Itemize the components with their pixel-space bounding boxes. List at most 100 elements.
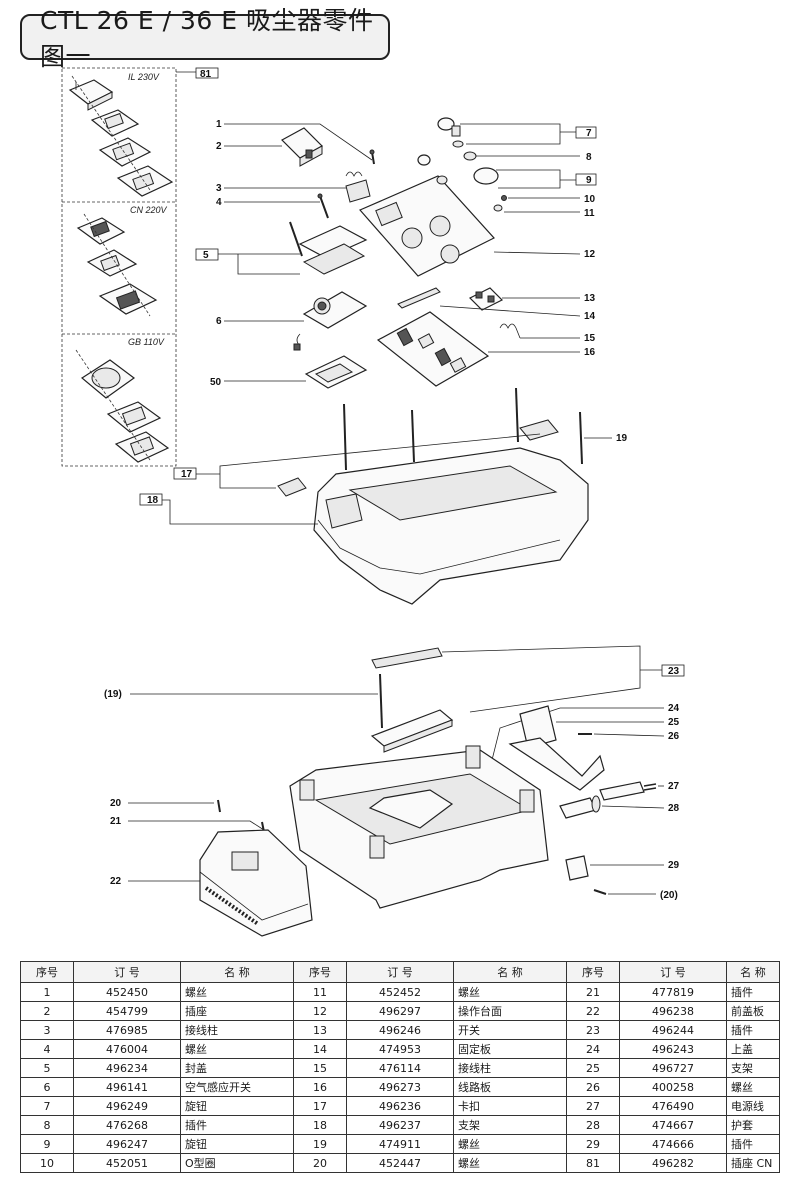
item-no-cell: 21 bbox=[566, 982, 620, 1002]
item-no-cell: 23 bbox=[566, 1020, 620, 1040]
callout-6: 6 bbox=[216, 316, 222, 327]
item-no-cell: 15 bbox=[293, 1058, 347, 1078]
callout-26: 26 bbox=[668, 731, 680, 742]
part-name-cell: 电源线 bbox=[726, 1096, 780, 1116]
callout-29: 29 bbox=[668, 860, 680, 871]
part-name-cell: 空气感应开关 bbox=[180, 1077, 294, 1097]
item-no-cell: 12 bbox=[293, 1001, 347, 1021]
callout-box-23 bbox=[661, 664, 685, 677]
item-no-cell: 18 bbox=[293, 1115, 347, 1135]
callout-20: 20 bbox=[110, 798, 122, 809]
part-12-control-panel bbox=[359, 175, 495, 277]
callout-1: 1 bbox=[216, 119, 222, 130]
callout-box-17 bbox=[173, 467, 197, 480]
part-name-cell: 插件 bbox=[726, 1020, 780, 1040]
item-no-cell: 20 bbox=[293, 1153, 347, 1173]
part-9-knob bbox=[436, 167, 499, 185]
part-25-bracket bbox=[508, 705, 605, 791]
callout-23: 23 bbox=[668, 666, 680, 677]
table-header-row: 序号 订 号 名 称 序号 订 号 名 称 序号 订 号 名 称 bbox=[20, 961, 780, 983]
part-23-insert bbox=[371, 647, 443, 669]
part-name-cell: 线路板 bbox=[453, 1077, 567, 1097]
item-no-cell: 11 bbox=[293, 982, 347, 1002]
item-no-cell: 27 bbox=[566, 1096, 620, 1116]
part-4-screw bbox=[317, 193, 329, 219]
order-no-cell: 452447 bbox=[346, 1153, 454, 1173]
item-no-cell: 4 bbox=[20, 1039, 74, 1059]
order-no-cell: 452452 bbox=[346, 982, 454, 1002]
part-10-oring bbox=[501, 195, 507, 201]
item-no-cell: 6 bbox=[20, 1077, 74, 1097]
item-no-cell: 1 bbox=[20, 982, 74, 1002]
order-no-cell: 496282 bbox=[619, 1153, 727, 1173]
item-no-cell: 9 bbox=[20, 1134, 74, 1154]
part-50-socket bbox=[304, 355, 368, 389]
part-name-cell: 螺丝 bbox=[180, 1039, 294, 1059]
order-no-cell: 476268 bbox=[73, 1115, 181, 1135]
callout-2: 2 bbox=[216, 141, 222, 152]
part-name-cell: 操作台面 bbox=[453, 1001, 567, 1021]
part-name-cell: 接线柱 bbox=[453, 1058, 567, 1078]
part-27-power-cord bbox=[599, 781, 657, 801]
order-no-cell: 496234 bbox=[73, 1058, 181, 1078]
order-no-cell: 400258 bbox=[619, 1077, 727, 1097]
order-no-cell: 477819 bbox=[619, 982, 727, 1002]
col-header-order-2: 订 号 bbox=[346, 961, 454, 983]
item-no-cell: 17 bbox=[293, 1096, 347, 1116]
order-no-cell: 474953 bbox=[346, 1039, 454, 1059]
variant-label-gb: GB 110V bbox=[128, 337, 165, 347]
order-no-cell: 452051 bbox=[73, 1153, 181, 1173]
part-29-plugin bbox=[565, 855, 589, 881]
part-name-cell: 插件 bbox=[180, 1115, 294, 1135]
col-header-name-2: 名 称 bbox=[453, 961, 567, 983]
order-no-cell: 496246 bbox=[346, 1020, 454, 1040]
part-name-cell: 螺丝 bbox=[726, 1077, 780, 1097]
item-no-cell: 22 bbox=[566, 1001, 620, 1021]
callout-18: 18 bbox=[147, 495, 159, 506]
item-no-cell: 13 bbox=[293, 1020, 347, 1040]
part-name-cell: 接线柱 bbox=[180, 1020, 294, 1040]
variant-label-il: IL 230V bbox=[128, 72, 160, 82]
socket-il-drawing bbox=[68, 75, 174, 197]
item-no-cell: 8 bbox=[20, 1115, 74, 1135]
item-no-cell: 3 bbox=[20, 1020, 74, 1040]
part-name-cell: 前盖板 bbox=[726, 1001, 780, 1021]
part-17-clip-b bbox=[277, 477, 307, 497]
callout-24: 24 bbox=[668, 703, 680, 714]
part-2-socket bbox=[281, 127, 323, 167]
callout-20-ref: (20) bbox=[660, 890, 678, 901]
variant-label-cn: CN 220V bbox=[130, 205, 168, 215]
part-name-cell: 插件 bbox=[726, 982, 780, 1002]
order-no-cell: 474911 bbox=[346, 1134, 454, 1154]
part-14-plate bbox=[397, 287, 441, 309]
order-no-cell: 496238 bbox=[619, 1001, 727, 1021]
long-screws-19 bbox=[343, 387, 583, 471]
part-name-cell: 支架 bbox=[453, 1115, 567, 1135]
part-name-cell: 固定板 bbox=[453, 1039, 567, 1059]
callout-11: 11 bbox=[584, 208, 595, 219]
order-no-cell: 476985 bbox=[73, 1020, 181, 1040]
callout-13: 13 bbox=[584, 293, 596, 304]
part-5-cover bbox=[298, 225, 368, 275]
callout-7: 7 bbox=[586, 128, 592, 139]
item-no-cell: 26 bbox=[566, 1077, 620, 1097]
part-7-knob bbox=[437, 117, 464, 148]
callout-box-7 bbox=[575, 126, 597, 139]
callout-21: 21 bbox=[110, 816, 122, 827]
item-no-cell: 7 bbox=[20, 1096, 74, 1116]
col-header-no-3: 序号 bbox=[566, 961, 620, 983]
callout-15: 15 bbox=[584, 333, 596, 344]
part-name-cell: 封盖 bbox=[180, 1058, 294, 1078]
item-no-cell: 16 bbox=[293, 1077, 347, 1097]
order-no-cell: 474666 bbox=[619, 1134, 727, 1154]
callout-10: 10 bbox=[584, 194, 596, 205]
col-header-name-3: 名 称 bbox=[726, 961, 780, 983]
part-name-cell: 插座 bbox=[180, 1001, 294, 1021]
callout-8: 8 bbox=[586, 152, 592, 163]
part-name-cell: 上盖 bbox=[726, 1039, 780, 1059]
